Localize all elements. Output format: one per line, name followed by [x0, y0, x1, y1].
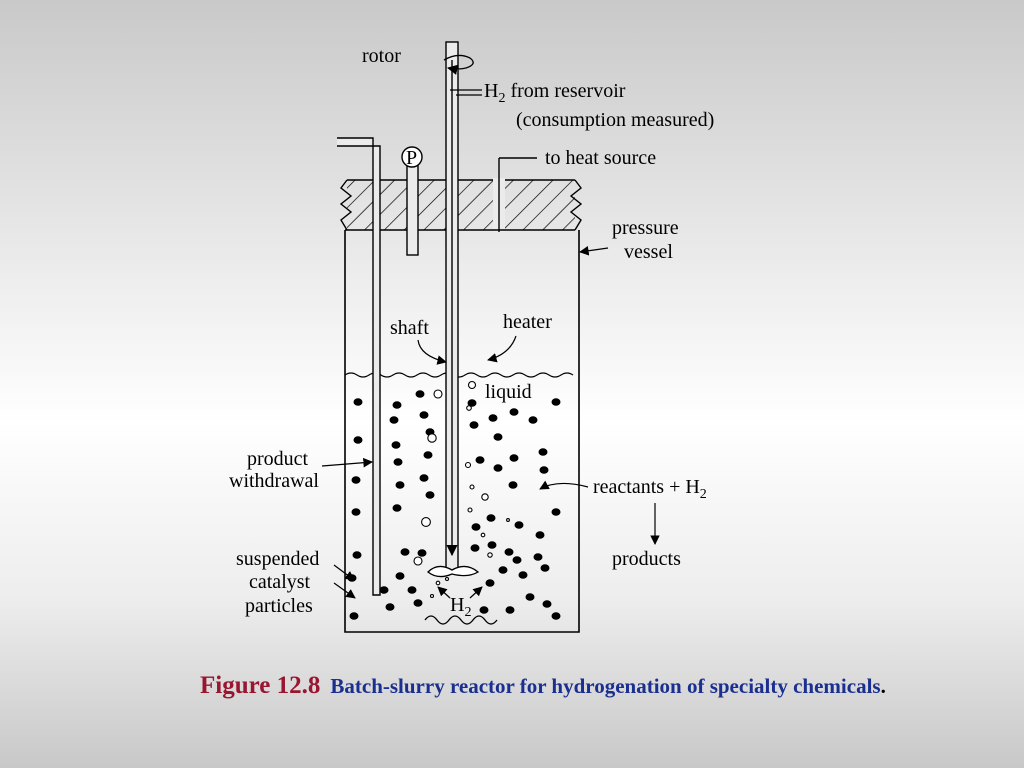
- shaft-arrow: [417, 339, 447, 365]
- figure-caption: Figure 12.8 Batch-slurry reactor for hydr…: [200, 672, 900, 703]
- reactants-label: reactants + H2: [593, 476, 707, 502]
- product-withdrawal-arrow: [321, 457, 373, 468]
- pressure-gauge: [401, 146, 423, 256]
- rotor-shaft: [443, 41, 474, 573]
- rotor-label: rotor: [362, 45, 401, 67]
- catalyst-arrow-1: [333, 564, 355, 581]
- impeller: [427, 565, 480, 578]
- vessel-label: vessel: [624, 241, 673, 263]
- figure-number: Figure 12.8: [200, 672, 321, 699]
- h2-reservoir-label: H2 from reservoir: [484, 80, 626, 106]
- catalyst-arrow-2: [333, 582, 356, 599]
- consumption-label: (consumption measured): [516, 109, 714, 131]
- p-gauge-label: P: [406, 147, 417, 169]
- heat-source-label: to heat source: [545, 147, 656, 169]
- liquid-surface: [344, 372, 574, 378]
- heater-label: heater: [503, 311, 552, 333]
- liquid-label: liquid: [485, 381, 532, 403]
- heater-arrow: [487, 335, 517, 363]
- h2-bubbles: [413, 380, 510, 599]
- suspended-label: suspended: [236, 548, 319, 570]
- caption-period: .: [880, 674, 886, 698]
- particles-label: particles: [245, 595, 313, 617]
- catalyst-label: catalyst: [249, 571, 311, 593]
- pressure-vessel: [344, 229, 580, 633]
- product-withdrawal-tube: [337, 137, 381, 596]
- withdrawal-label: withdrawal: [229, 470, 319, 492]
- pressure-label: pressure: [612, 217, 679, 239]
- catalyst-particles: [347, 390, 561, 620]
- shaft-label: shaft: [390, 317, 429, 339]
- labels: rotor H2 from reservoir (consumption mea…: [229, 45, 714, 620]
- h2-arrow-left: [437, 586, 451, 599]
- products-label: products: [612, 548, 681, 570]
- product-label: product: [247, 448, 309, 470]
- reactants-arrow: [539, 480, 589, 490]
- h2-sparger: [424, 615, 498, 625]
- h2-bottom-label: H2: [450, 594, 471, 620]
- figure-caption-text: Batch-slurry reactor for hydrogenation o…: [330, 674, 881, 698]
- heater-pipe: [498, 157, 537, 232]
- vessel-lid: [339, 178, 583, 232]
- h2-arrow-right: [469, 586, 483, 599]
- leader-lines: [321, 89, 660, 599]
- pressure-vessel-arrow: [579, 246, 609, 256]
